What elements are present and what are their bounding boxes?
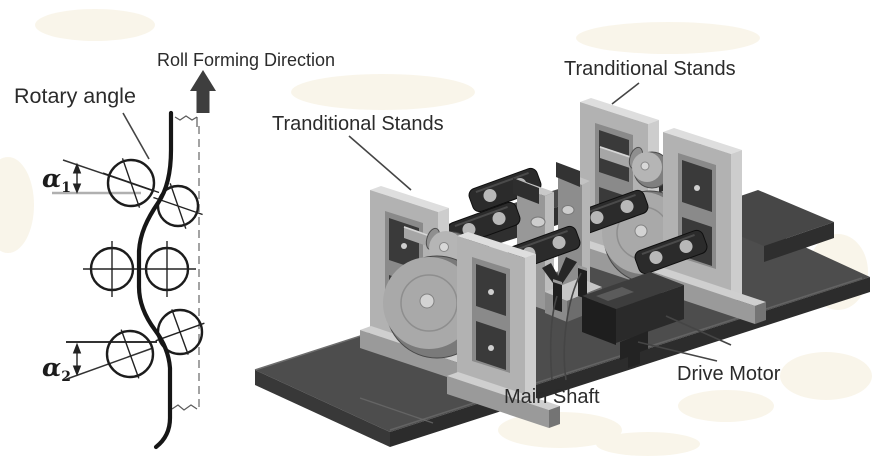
stands-left-leader-line [348,135,412,191]
sheet-strip-curve [136,110,174,450]
paper-smudges [0,9,872,456]
drive-motor-leader-line [665,315,732,346]
middle-roll-pair [83,241,196,297]
drive-motor-leader-line [637,341,718,362]
direction-up-arrow-icon [190,70,216,113]
drive-motor [582,272,684,368]
roll-forming-direction-label: Roll Forming Direction [157,50,335,70]
sheet-break-marks [171,115,198,411]
upper-roll-pair [102,158,203,229]
drive-motor-label: Drive Motor [677,363,781,385]
rotary-angle-leader-line [122,112,150,160]
main-shaft-label: Main Shaft [504,386,600,408]
main-shaft-leader-line [563,272,582,381]
alpha1-label: α1 [42,164,71,196]
rotary-angle-label: Rotary angle [14,84,136,108]
stands-right-leader-line [611,82,640,105]
stands-label-right: Tranditional Stands [564,58,736,80]
alpha1-dimension-arrow [72,162,82,194]
schematic-panel: Rotary angle Roll Forming Direction α1 α… [14,50,335,450]
stands-label-left: Tranditional Stands [272,113,444,135]
machine-panel [254,98,870,447]
alpha2-dimension-arrow [72,342,82,377]
alpha2-label: α2 [42,353,71,385]
lower-roll-pair [105,308,205,379]
machine-annotations: Tranditional Stands Tranditional Stands … [272,58,781,408]
main-shaft-leader-line [549,295,558,381]
